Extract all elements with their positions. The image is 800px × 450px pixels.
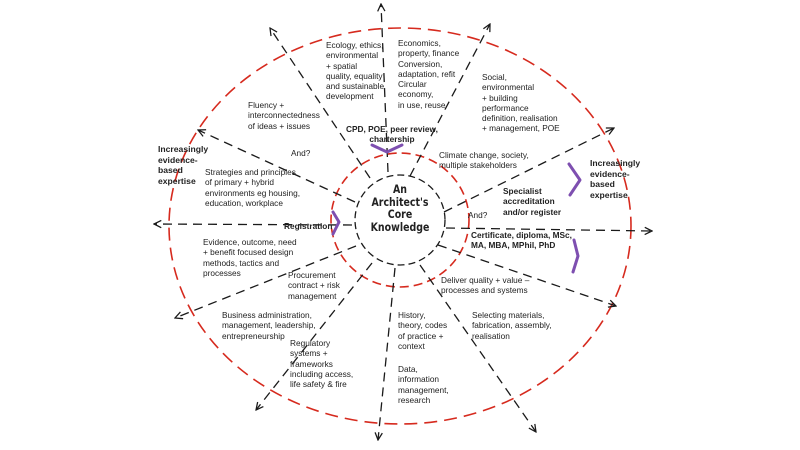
label-selecting: Selecting materials,fabrication, assembl… xyxy=(472,310,552,341)
bracket-right-lower xyxy=(571,238,580,274)
core-red-circle xyxy=(330,152,470,288)
label-business: Business administration,management, lead… xyxy=(222,310,316,341)
bracket-left xyxy=(331,210,341,236)
spoke-down-right xyxy=(419,264,536,432)
label-and-left: And? xyxy=(291,148,311,158)
label-climate: Climate change, society,multiple stakeho… xyxy=(439,150,529,171)
spoke-down-left xyxy=(256,262,373,410)
spoke-up-left xyxy=(270,28,371,179)
spoke-up xyxy=(381,4,389,173)
label-evidence: Evidence, outcome, need+ benefit focused… xyxy=(203,237,297,278)
spoke-right-lower xyxy=(437,244,616,306)
label-registration: Registration xyxy=(284,221,333,231)
spoke-right-upper xyxy=(443,128,614,213)
label-cpd: CPD, POE, peer review,chartership xyxy=(346,124,438,145)
label-certificate: Certificate, diploma, MSc,MA, MBA, MPhil… xyxy=(471,230,572,251)
label-and-right: And? xyxy=(468,210,488,220)
bracket-top xyxy=(370,143,404,154)
spoke-left-lower xyxy=(175,245,357,318)
core-black-circle xyxy=(354,174,446,266)
spoke-left xyxy=(154,224,353,225)
spoke-down xyxy=(378,267,396,440)
bracket-right-upper xyxy=(567,162,582,197)
outer-boundary-circle xyxy=(168,27,632,425)
spoke-left-upper xyxy=(198,130,356,203)
spoke-right xyxy=(445,228,652,231)
spoke-up-right xyxy=(409,24,490,177)
label-deliver: Deliver quality + value –processes and s… xyxy=(441,275,530,296)
